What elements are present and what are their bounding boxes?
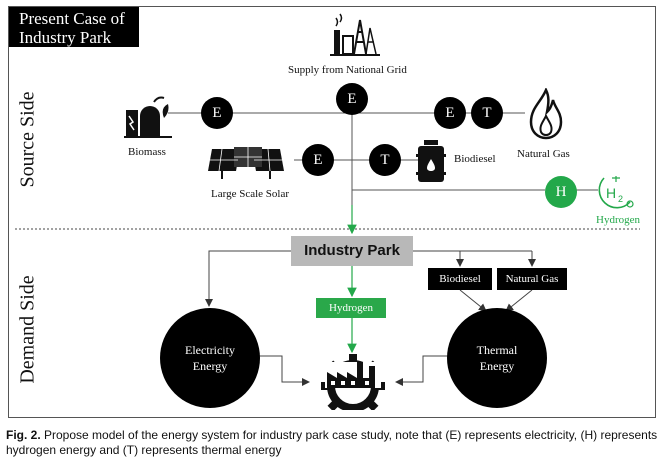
hydrogen-demand-box: Hydrogen <box>316 298 386 318</box>
thermal-energy-circle: Thermal Energy <box>447 308 547 408</box>
gas-electricity-circle: E <box>434 97 466 129</box>
solar-label: Large Scale Solar <box>211 188 289 200</box>
natural-gas-source-label: Natural Gas <box>517 148 570 160</box>
source-side-label: Source Side <box>16 91 39 188</box>
solar-electricity-circle: E <box>302 144 334 176</box>
natural-gas-demand-box: Natural Gas <box>497 268 567 290</box>
power-plant-icon <box>330 13 380 56</box>
grid-electricity-circle: E <box>336 83 368 115</box>
industry-park-box: Industry Park <box>291 236 413 266</box>
h2-icon: H 2 <box>598 176 634 209</box>
grid-label: Supply from National Grid <box>288 64 407 76</box>
hydrogen-source-label: Hydrogen <box>596 214 640 226</box>
svg-text:H: H <box>606 185 616 201</box>
electricity-energy-label: Electricity Energy <box>185 343 235 373</box>
biomass-electricity-circle: E <box>201 97 233 129</box>
solar-panel-icon <box>208 147 284 179</box>
biomass-icon <box>124 96 172 138</box>
electricity-energy-circle: Electricity Energy <box>160 308 260 408</box>
diagram-frame <box>8 6 656 418</box>
figure-caption: Fig. 2. Propose model of the energy syst… <box>6 428 658 458</box>
fuel-barrel-icon <box>416 140 446 182</box>
biodiesel-demand-box: Biodiesel <box>428 268 492 290</box>
biodiesel-thermal-circle: T <box>369 144 401 176</box>
thermal-energy-label: Thermal Energy <box>476 343 518 373</box>
demand-side-label: Demand Side <box>16 275 39 384</box>
caption-prefix: Fig. 2. <box>6 428 41 442</box>
flame-icon <box>529 88 563 140</box>
svg-text:2: 2 <box>618 194 623 204</box>
biomass-label: Biomass <box>128 146 166 158</box>
hydrogen-circle: H <box>545 176 577 208</box>
energy-system-diagram: Present Case of Industry Park Source Sid… <box>8 6 656 418</box>
factory-gear-icon <box>321 354 385 410</box>
caption-text: Propose model of the energy system for i… <box>6 428 658 457</box>
biodiesel-source-label: Biodiesel <box>454 153 496 165</box>
gas-thermal-circle: T <box>471 97 503 129</box>
diagram-title: Present Case of Industry Park <box>9 7 139 47</box>
